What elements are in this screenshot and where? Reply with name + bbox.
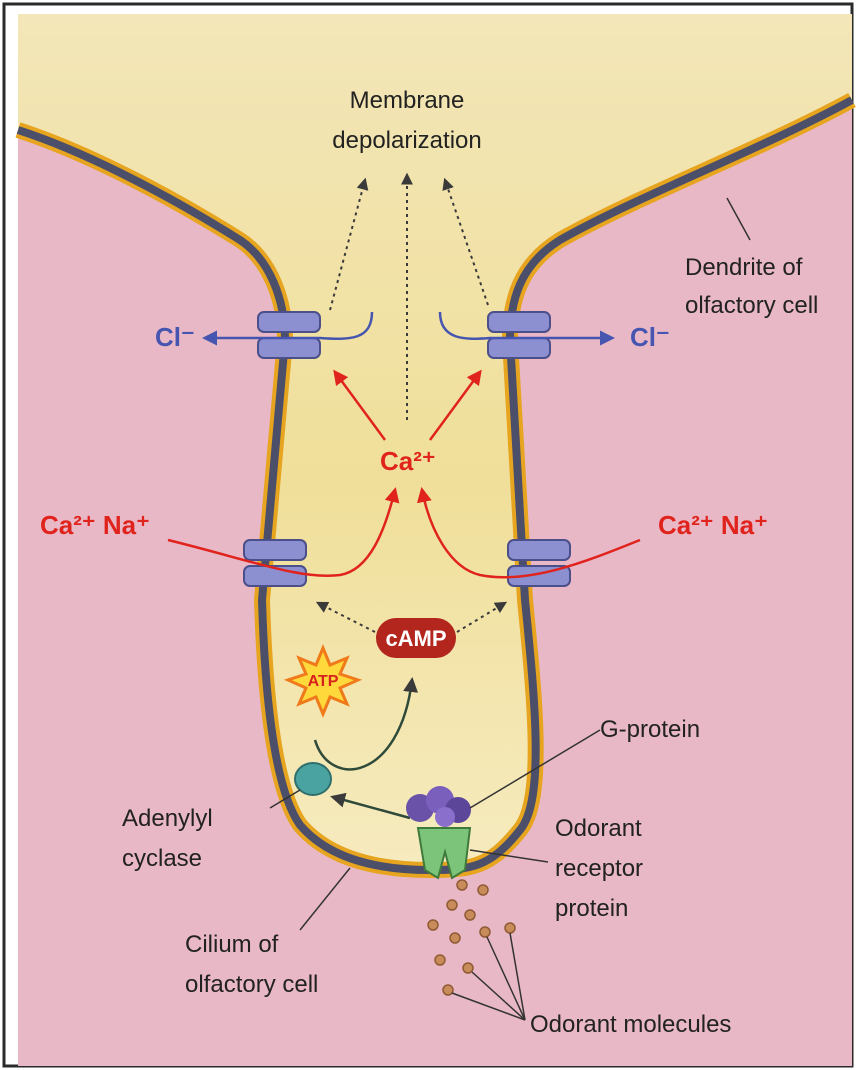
- adenylyl-cyclase-label-line1: Adenylyl: [122, 805, 213, 832]
- odorant-molecules-label: Odorant molecules: [530, 1011, 731, 1038]
- calcium-center-label: Ca²⁺: [380, 446, 436, 476]
- membrane-depolarization-label-line1: Membrane: [350, 87, 465, 114]
- atp-label: ATP: [308, 673, 339, 690]
- chloride-label-left: Cl⁻: [155, 322, 195, 352]
- cilium-label-line1: Cilium of: [185, 931, 279, 958]
- odorant-receptor-label-line3: protein: [555, 895, 628, 922]
- chloride-label-right: Cl⁻: [630, 322, 670, 352]
- calcium-sodium-label-left: Ca²⁺ Na⁺: [40, 510, 150, 540]
- odorant-receptor-label-line2: receptor: [555, 855, 643, 882]
- membrane-depolarization-label-line2: depolarization: [332, 127, 481, 154]
- adenylyl-cyclase-label-line2: cyclase: [122, 845, 202, 872]
- calcium-sodium-label-right: Ca²⁺ Na⁺: [658, 510, 768, 540]
- odorant-receptor-label-line1: Odorant: [555, 815, 642, 842]
- dendrite-label-line1: Dendrite of: [685, 254, 803, 281]
- g-protein-label: G-protein: [600, 716, 700, 743]
- dendrite-label-line2: olfactory cell: [685, 292, 818, 319]
- adenylyl-cyclase-protein: [295, 763, 331, 795]
- cilium-label-line2: olfactory cell: [185, 971, 318, 998]
- camp-label: cAMP: [385, 626, 446, 651]
